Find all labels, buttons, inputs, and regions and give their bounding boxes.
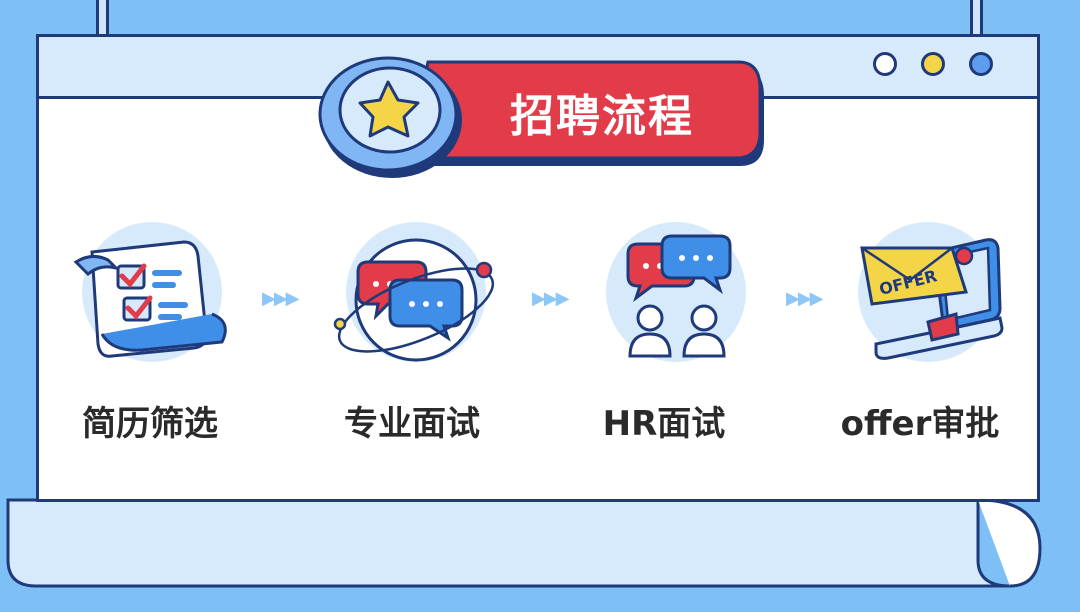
window-hanger-left (96, 0, 109, 36)
step-professional-interview (333, 222, 496, 382)
window-control-yellow[interactable] (921, 52, 945, 76)
offer-envelope-laptop-icon: OFFER (860, 238, 1004, 360)
orbit-chat-icon (333, 238, 495, 362)
page-title: 招聘流程 (510, 91, 694, 142)
window-control-blue[interactable] (969, 52, 993, 76)
checklist-scroll-icon (73, 240, 227, 358)
step-label-resume: 简历筛选 (82, 404, 218, 444)
window-control-white[interactable] (873, 52, 897, 76)
step-label-hr: HR面试 (602, 404, 726, 444)
step-label-professional: 专业面试 (344, 404, 480, 444)
arrow-right-icon: ▶▶▶ (262, 288, 300, 309)
step-resume-screening (72, 222, 232, 382)
arrow-right-icon: ▶▶▶ (786, 288, 824, 309)
star-medal-icon (318, 56, 462, 178)
people-chat-icon (626, 234, 732, 358)
arrow-right-icon: ▶▶▶ (532, 288, 570, 309)
step-label-offer: offer审批 (840, 404, 1000, 444)
step-offer-approval: OFFER (848, 222, 1008, 382)
step-hr-interview (596, 222, 756, 382)
window-hanger-right (970, 0, 983, 36)
